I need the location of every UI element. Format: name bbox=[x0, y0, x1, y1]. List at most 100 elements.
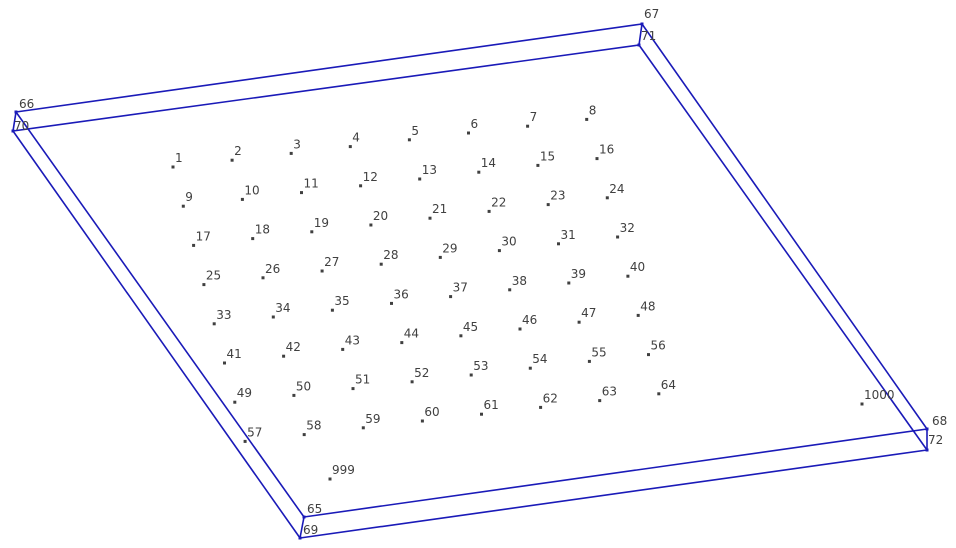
grid-node-label: 34 bbox=[275, 301, 290, 315]
grid-node-marker bbox=[536, 163, 540, 167]
grid-node-marker bbox=[528, 366, 532, 370]
grid-node-label: 7 bbox=[530, 110, 538, 124]
grid-node-label: 24 bbox=[609, 182, 624, 196]
grid-node-label: 18 bbox=[255, 223, 270, 237]
grid-node-marker bbox=[657, 392, 661, 396]
grid-node-marker bbox=[240, 197, 244, 201]
frame-outer-edge bbox=[641, 23, 928, 430]
grid-node-label: 19 bbox=[314, 216, 329, 230]
grid-node-marker bbox=[230, 158, 234, 162]
extra-node-marker bbox=[860, 402, 864, 406]
grid-node-label: 61 bbox=[484, 398, 499, 412]
grid-node-marker bbox=[243, 439, 247, 443]
grid-node-marker bbox=[282, 354, 286, 358]
grid-node-label: 36 bbox=[394, 287, 409, 301]
grid-node-label: 52 bbox=[414, 366, 429, 380]
grid-node-label: 26 bbox=[265, 262, 280, 276]
grid-node-marker bbox=[223, 361, 226, 365]
grid-node-label: 63 bbox=[602, 385, 617, 399]
grid-node-label: 59 bbox=[365, 412, 380, 426]
frame-outer-edge bbox=[303, 428, 928, 518]
corner-node-marker bbox=[637, 43, 641, 47]
grid-node-marker bbox=[428, 216, 432, 220]
corner-node-label: 65 bbox=[307, 502, 322, 516]
grid-node-label: 42 bbox=[286, 340, 301, 354]
grid-node-label: 21 bbox=[432, 202, 447, 216]
grid-node-marker bbox=[251, 237, 255, 241]
frame-inner-edge bbox=[12, 130, 301, 539]
grid-node-label: 37 bbox=[453, 281, 468, 295]
grid-node-marker bbox=[233, 400, 237, 404]
corner-node-marker bbox=[302, 515, 306, 519]
corner-node-label: 71 bbox=[641, 29, 656, 43]
grid-node-marker bbox=[577, 320, 581, 324]
grid-node-marker bbox=[407, 138, 411, 142]
corner-node-label: 72 bbox=[928, 433, 943, 447]
grid-node-label: 43 bbox=[345, 333, 360, 347]
grid-node-marker bbox=[302, 433, 306, 437]
grid-node-label: 62 bbox=[543, 391, 558, 405]
frame-vertical-edge bbox=[299, 516, 305, 539]
frame-inner-edge bbox=[12, 44, 640, 132]
grid-node-marker bbox=[518, 327, 522, 331]
grid-node-marker bbox=[616, 235, 620, 239]
grid-node-label: 60 bbox=[424, 405, 439, 419]
grid-node-marker bbox=[330, 308, 334, 312]
corner-node-label: 69 bbox=[303, 523, 318, 537]
grid-node-label: 58 bbox=[306, 419, 321, 433]
grid-node-marker bbox=[341, 347, 345, 351]
grid-node-label: 11 bbox=[304, 177, 319, 191]
grid-node-label: 32 bbox=[620, 221, 635, 235]
grid-node-marker bbox=[497, 249, 501, 253]
corner-node-label: 66 bbox=[19, 97, 34, 111]
grid-node-label: 29 bbox=[442, 241, 457, 255]
corner-node-marker bbox=[925, 427, 929, 431]
grid-node-label: 8 bbox=[589, 103, 597, 117]
grid-node-label: 44 bbox=[404, 327, 419, 341]
grid-node-marker bbox=[369, 223, 373, 227]
grid-node-label: 38 bbox=[512, 274, 527, 288]
grid-node-marker bbox=[410, 380, 414, 384]
corner-node-marker bbox=[640, 22, 644, 26]
grid-node-label: 46 bbox=[522, 313, 537, 327]
grid-node-label: 16 bbox=[599, 143, 614, 157]
frame-outer-edge bbox=[15, 111, 305, 518]
grid-node-marker bbox=[192, 243, 196, 247]
grid-node-marker bbox=[508, 288, 512, 292]
grid-node-label: 20 bbox=[373, 209, 388, 223]
grid-node-label: 49 bbox=[237, 386, 252, 400]
grid-node-marker bbox=[459, 334, 463, 338]
grid-node-marker bbox=[320, 269, 324, 273]
frame-vertical-edge bbox=[12, 111, 17, 132]
grid-node-marker bbox=[487, 209, 491, 213]
extra-node-label: 999 bbox=[332, 463, 355, 477]
grid-node-label: 45 bbox=[463, 320, 478, 334]
frame-inner-edge bbox=[638, 44, 928, 451]
grid-node-marker bbox=[647, 353, 650, 357]
grid-node-label: 56 bbox=[651, 339, 666, 353]
grid-node-label: 39 bbox=[571, 267, 586, 281]
grid-node-marker bbox=[585, 117, 589, 121]
grid-node-marker bbox=[626, 274, 630, 278]
grid-node-label: 17 bbox=[196, 229, 211, 243]
grid-node-label: 41 bbox=[227, 347, 242, 361]
grid-node-label: 1 bbox=[175, 151, 183, 165]
grid-node-marker bbox=[420, 419, 424, 423]
grid-node-marker bbox=[467, 131, 470, 135]
frame-inner-edge bbox=[299, 449, 928, 539]
grid-node-marker bbox=[526, 124, 530, 128]
grid-node-marker bbox=[212, 322, 216, 326]
corner-node-marker bbox=[298, 536, 302, 540]
grid-node-marker bbox=[261, 276, 265, 280]
grid-node-label: 4 bbox=[352, 131, 360, 145]
grid-node-label: 6 bbox=[471, 117, 479, 131]
grid-node-marker bbox=[418, 177, 422, 181]
grid-node-marker bbox=[567, 281, 571, 285]
grid-node-marker bbox=[438, 255, 442, 259]
grid-node-marker bbox=[400, 341, 404, 345]
grid-node-label: 23 bbox=[550, 189, 565, 203]
grid-node-marker bbox=[390, 301, 393, 305]
